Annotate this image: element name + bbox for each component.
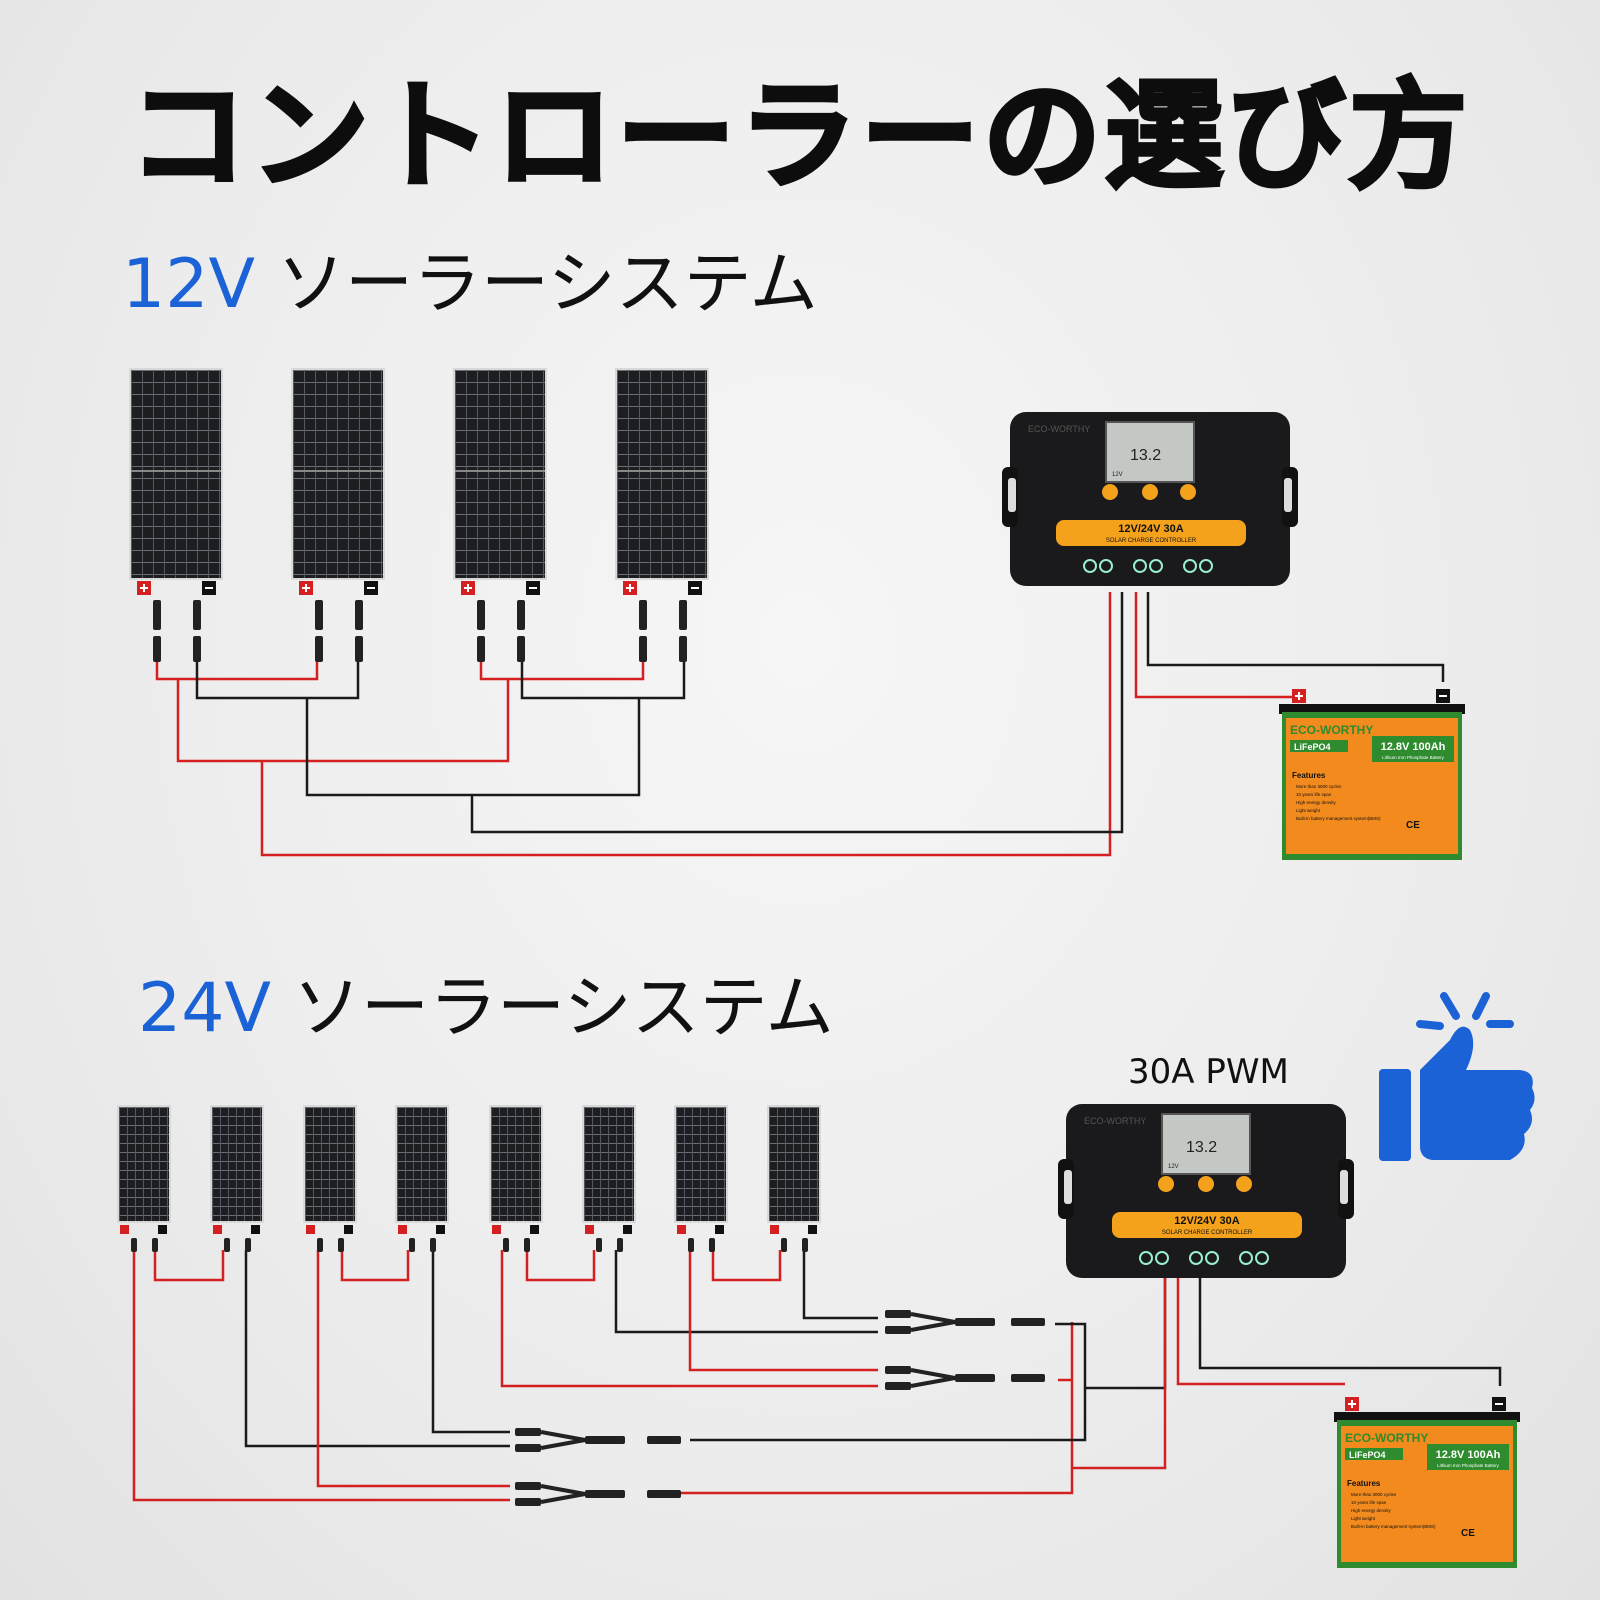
voltage-label-24v: 24V: [138, 969, 272, 1048]
lcd-value: 13.2: [1186, 1139, 1217, 1156]
panel-connectors-24v: [120, 1225, 817, 1252]
lcd-voltage: 12V: [1112, 472, 1123, 478]
solar-panels-24v: [117, 1105, 821, 1223]
controller-button: [1198, 1176, 1214, 1192]
controller-brand: ECO-WORTHY: [1028, 424, 1090, 434]
lcd-display: [1161, 1113, 1251, 1175]
y-branch-connectors: [515, 1310, 1045, 1506]
battery-24v: ECO-WORTHY LiFePO4 12.8V 100Ah Lithium I…: [1334, 1412, 1520, 1568]
controller-subtitle: SOLAR CHARGE CONTROLLER: [1106, 538, 1197, 544]
battery-rating: 12.8V 100Ah: [1381, 741, 1446, 753]
battery-feature: Built-in battery management system(BMS): [1351, 1524, 1436, 1529]
solar-panel: [615, 368, 709, 580]
solar-panel: [582, 1105, 636, 1223]
wires-24v: [132, 1250, 1502, 1502]
page-title: コントローラーの選び方: [127, 65, 1471, 207]
solar-panel: [210, 1105, 264, 1223]
controller-button: [1236, 1176, 1252, 1192]
controller-button: [1102, 484, 1118, 500]
battery-cert-marks: CE: [1406, 820, 1420, 831]
controller-button: [1158, 1176, 1174, 1192]
solar-panel: [489, 1105, 543, 1223]
voltage-label-12v: 12V: [122, 245, 256, 324]
thumbs-up-icon: [1379, 992, 1535, 1161]
lcd-display: [1105, 421, 1195, 483]
battery-feature: More than 3000 cycles: [1296, 784, 1342, 789]
battery-feature: Light weight: [1351, 1516, 1376, 1521]
solar-panels-12v: [129, 368, 709, 580]
battery-cert-marks: CE: [1461, 1528, 1475, 1539]
controller-label-band: [1056, 520, 1246, 546]
solar-panel: [291, 368, 385, 580]
battery-features-title: Features: [1347, 1479, 1381, 1488]
battery-chemistry: LiFePO4: [1294, 742, 1331, 752]
battery-feature: High energy density: [1351, 1508, 1392, 1513]
controller-model: 12V/24V 30A: [1174, 1215, 1239, 1227]
battery-feature: Light weight: [1296, 808, 1321, 813]
charge-controller-24v: ECO-WORTHY 13.2 12V 12V/24V 30A SOLAR CH…: [1058, 1104, 1354, 1278]
solar-panel: [453, 368, 547, 580]
solar-panel: [395, 1105, 449, 1223]
battery-chemistry: LiFePO4: [1349, 1450, 1386, 1460]
wires-12v: [155, 592, 1445, 857]
battery-rating-sub: Lithium Iron Phosphate Battery: [1382, 755, 1445, 760]
battery-feature: High energy density: [1296, 800, 1337, 805]
battery-feature: More than 3000 cycles: [1351, 1492, 1397, 1497]
controller-brand: ECO-WORTHY: [1084, 1116, 1146, 1126]
battery-rating: 12.8V 100Ah: [1436, 1449, 1501, 1461]
controller-subtitle: SOLAR CHARGE CONTROLLER: [1162, 1230, 1253, 1236]
battery-rating-sub: Lithium Iron Phosphate Battery: [1437, 1463, 1500, 1468]
battery-feature: 10 years life span: [1351, 1500, 1387, 1505]
controller-label-band: [1112, 1212, 1302, 1238]
battery-12v: ECO-WORTHY LiFePO4 12.8V 100Ah Lithium I…: [1279, 704, 1465, 860]
system-label-12v: ソーラーシステム: [277, 245, 818, 324]
panel-connectors-12v: [137, 581, 702, 662]
battery-feature: Built-in battery management system(BMS): [1296, 816, 1381, 821]
solar-panel: [117, 1105, 171, 1223]
battery-features-title: Features: [1292, 771, 1326, 780]
solar-panel: [767, 1105, 821, 1223]
section-heading-12v: 12V ソーラーシステム: [122, 228, 818, 327]
controller-model: 12V/24V 30A: [1118, 523, 1183, 535]
battery-brand: ECO-WORTHY: [1290, 723, 1373, 737]
solar-panel: [129, 368, 223, 580]
controller-button: [1142, 484, 1158, 500]
lcd-voltage: 12V: [1168, 1164, 1179, 1170]
charge-controller-12v: ECO-WORTHY 13.2 12V 12V/24V 30A SOLAR CH…: [1002, 412, 1298, 586]
lcd-value: 13.2: [1130, 447, 1161, 464]
system-label-24v: ソーラーシステム: [293, 969, 834, 1048]
battery-feature: 10 years life span: [1296, 792, 1332, 797]
controller-type-label: 30A PWM: [1128, 1052, 1289, 1092]
controller-button: [1180, 484, 1196, 500]
battery-brand: ECO-WORTHY: [1345, 1431, 1428, 1445]
solar-panel: [674, 1105, 728, 1223]
solar-panel: [303, 1105, 357, 1223]
section-heading-24v: 24V ソーラーシステム: [138, 952, 834, 1051]
